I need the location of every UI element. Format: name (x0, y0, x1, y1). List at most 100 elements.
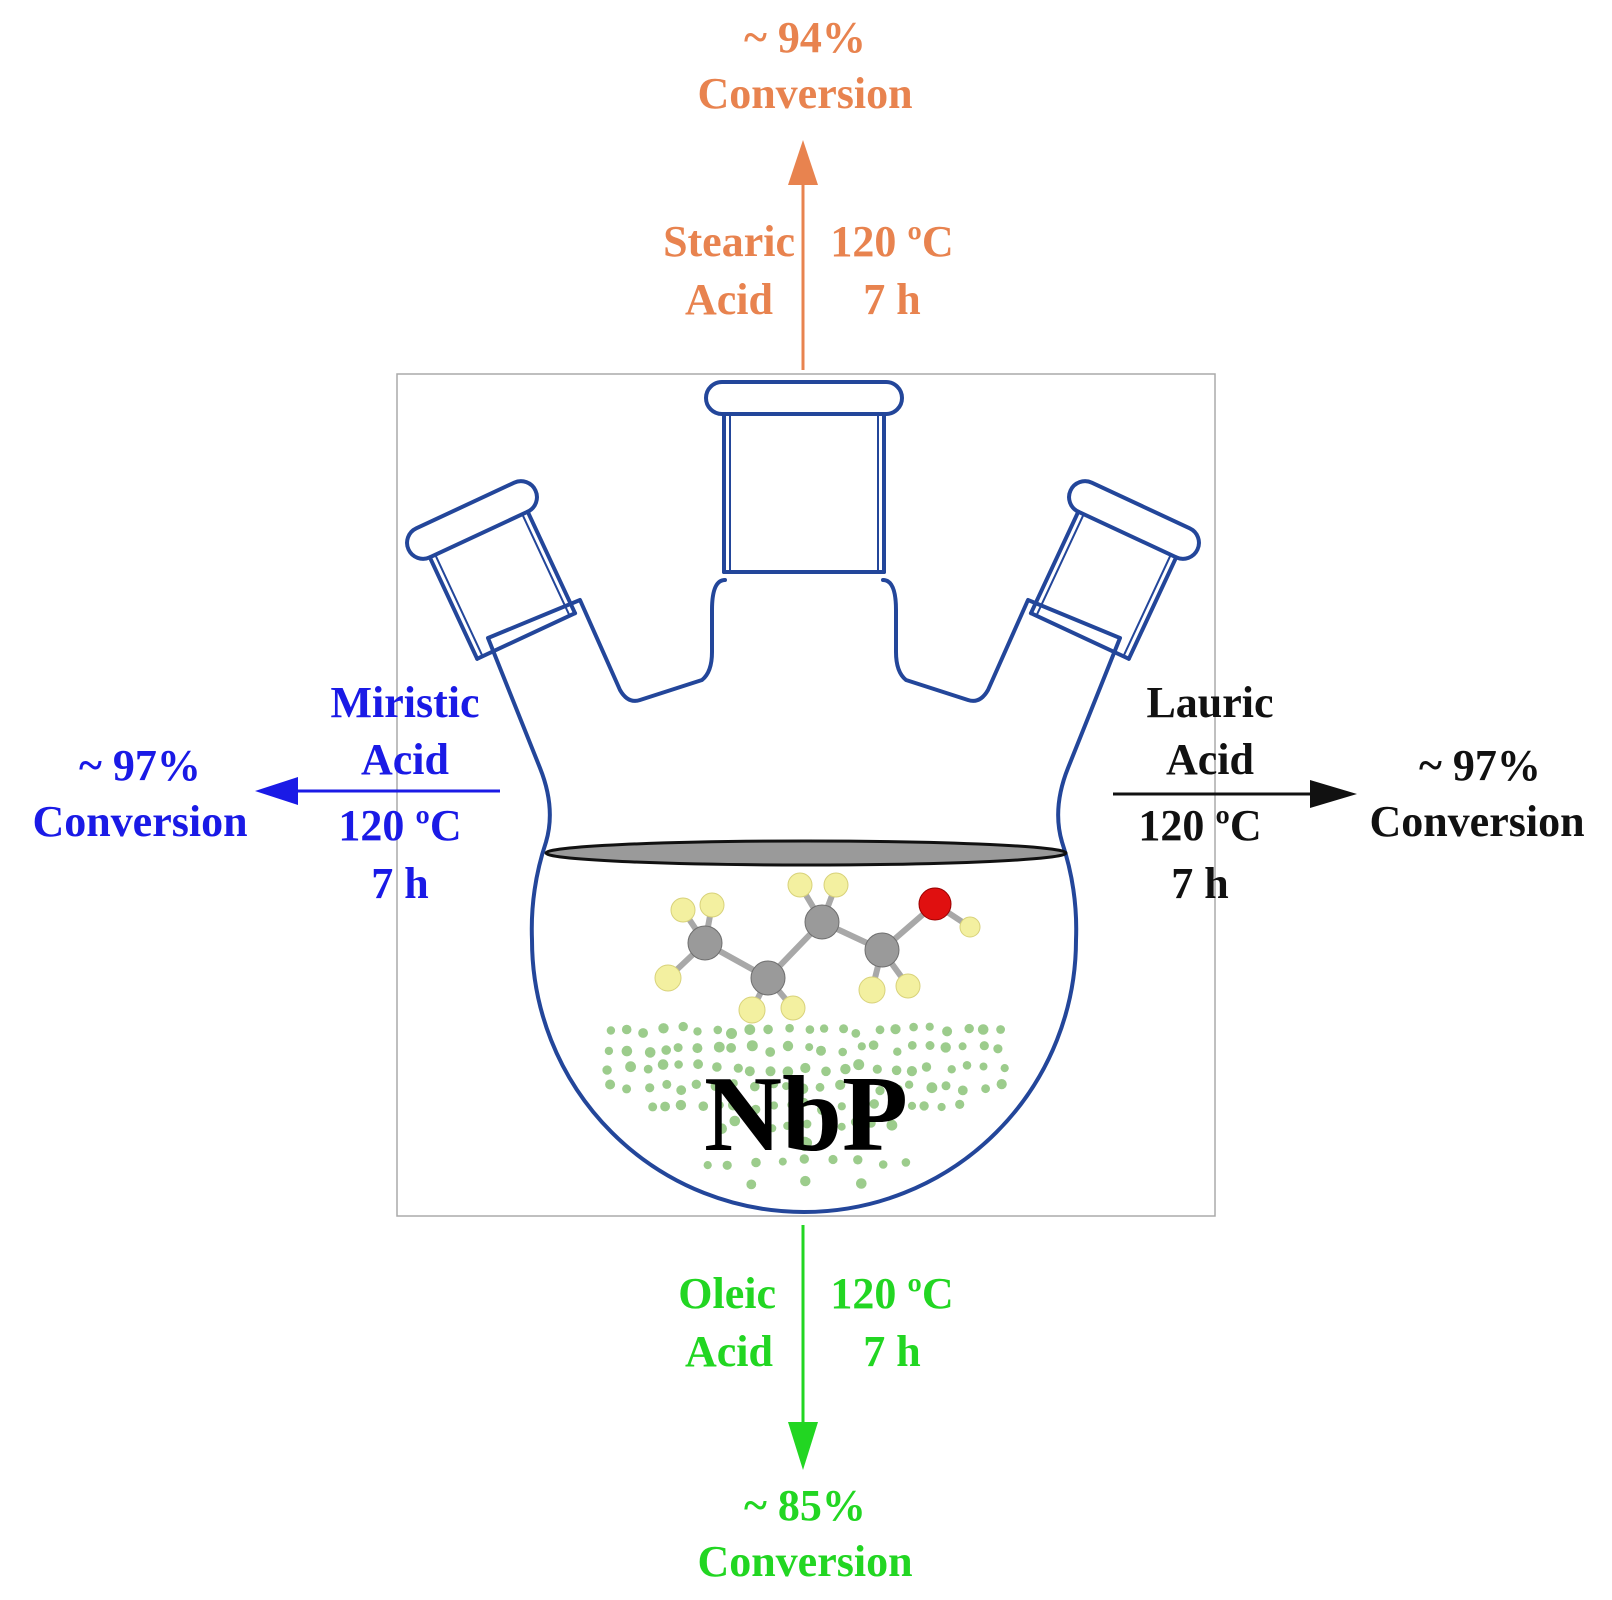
catalyst-dot (729, 1115, 741, 1127)
catalyst-dot (744, 1066, 755, 1077)
catalyst-dot (821, 1066, 831, 1077)
catalyst-dot (919, 1101, 929, 1111)
catalyst-dot (728, 1099, 739, 1111)
catalyst-dot (872, 1064, 882, 1074)
catalyst-dot (621, 1045, 633, 1057)
catalyst-dot (817, 1104, 828, 1116)
catalyst-dot (996, 1079, 1007, 1090)
catalyst-dot (726, 1043, 736, 1053)
arrow-oleic (788, 1225, 818, 1470)
catalyst-dot (782, 1082, 791, 1091)
catalyst-dot (712, 1062, 722, 1072)
right-temperature: 120 ºC (1138, 801, 1262, 850)
catalyst-dot (678, 1021, 688, 1032)
catalyst-dot (893, 1084, 903, 1094)
catalyst-dot (906, 1066, 918, 1077)
catalyst-dot (937, 1102, 946, 1112)
catalyst-dot (925, 1022, 934, 1031)
catalyst-dot (606, 1026, 616, 1035)
catalyst-dot (901, 1158, 911, 1167)
catalyst-dot (857, 1042, 866, 1051)
bottom-time: 7 h (863, 1327, 921, 1376)
catalyst-dot (769, 1079, 779, 1089)
left-acid-line2: Acid (361, 735, 449, 784)
molecule-icon (654, 872, 981, 1024)
catalyst-dot (765, 1066, 776, 1077)
catalyst-dot (703, 1161, 712, 1170)
right-conversion-value: ~ 97% (1419, 741, 1541, 790)
catalyst-particles (602, 1021, 1009, 1190)
catalyst-dot (805, 1025, 815, 1034)
arrow-lauric (1113, 780, 1357, 808)
catalyst-dot (750, 1081, 760, 1092)
catalyst-dot (868, 1040, 879, 1050)
catalyst-dot (886, 1119, 898, 1131)
catalyst-dot (839, 1024, 849, 1034)
catalyst-dot (799, 1097, 809, 1107)
catalyst-dot (673, 1043, 683, 1053)
catalyst-dot (996, 1025, 1005, 1034)
catalyst-dot (875, 1025, 885, 1035)
catalyst-dot (657, 1059, 669, 1070)
catalyst-dot (838, 1047, 847, 1057)
catalyst-dot (947, 1065, 956, 1074)
catalyst-dot (840, 1063, 851, 1075)
catalyst-dot (769, 1101, 779, 1110)
catalyst-dot (940, 1042, 951, 1053)
catalyst-dot (692, 1043, 703, 1054)
catalyst-dot (622, 1084, 632, 1094)
catalyst-dot (751, 1104, 761, 1115)
catalyst-dot (958, 1042, 967, 1051)
left-conversion-label: Conversion (32, 797, 248, 846)
catalyst-dot (909, 1022, 918, 1032)
bottom-conversion-value: ~ 85% (744, 1481, 866, 1530)
catalyst-dot (837, 1122, 846, 1131)
top-conversion-label: Conversion (697, 69, 913, 118)
catalyst-dot (957, 1085, 968, 1096)
top-acid-line1: Stearic (663, 217, 795, 266)
catalyst-dot (942, 1026, 953, 1037)
catalyst-dot (866, 1118, 876, 1128)
catalyst-dot (802, 1119, 812, 1129)
catalyst-dot (797, 1083, 809, 1095)
catalyst-dot (693, 1027, 702, 1036)
catalyst-dot (993, 1044, 1003, 1054)
catalyst-dot (888, 1098, 899, 1109)
catalyst-dot (691, 1079, 701, 1090)
catalyst-dot (648, 1102, 658, 1112)
right-acid-line2: Acid (1166, 735, 1254, 784)
left-acid-line1: Miristic (330, 678, 480, 727)
catalyst-dot (710, 1081, 721, 1091)
catalyst-dot (644, 1047, 656, 1058)
catalyst-dot (729, 1079, 738, 1088)
catalyst-dot (645, 1083, 655, 1093)
catalyst-dot (693, 1059, 703, 1070)
arrow-miristic (255, 777, 500, 805)
catalyst-dot (800, 1142, 809, 1152)
catalyst-dot (869, 1099, 879, 1109)
top-time: 7 h (863, 275, 921, 324)
catalyst-dot (819, 1024, 829, 1033)
catalyst-dot (660, 1101, 670, 1112)
left-time: 7 h (371, 859, 429, 908)
catalyst-dot (925, 1041, 935, 1050)
catalyst-dot (604, 1046, 614, 1056)
catalyst-dot (662, 1079, 672, 1089)
catalyst-dot (964, 1023, 974, 1034)
catalyst-dot (674, 1060, 683, 1069)
catalyst-dot (835, 1079, 846, 1090)
catalyst-dot (625, 1061, 636, 1073)
catalyst-dot (822, 1121, 831, 1131)
catalyst-dot (638, 1028, 648, 1038)
catalyst-dot (785, 1023, 794, 1033)
bottom-conversion-label: Conversion (697, 1537, 913, 1586)
catalyst-dot (907, 1101, 917, 1110)
catalyst-dot (722, 1160, 732, 1170)
catalyst-dot (851, 1029, 861, 1038)
catalyst-dot (977, 1024, 989, 1035)
catalyst-dot (715, 1101, 724, 1110)
catalyst-dot (782, 1040, 794, 1052)
catalyst-dot (1000, 1064, 1009, 1073)
catalyst-dot (979, 1062, 988, 1071)
